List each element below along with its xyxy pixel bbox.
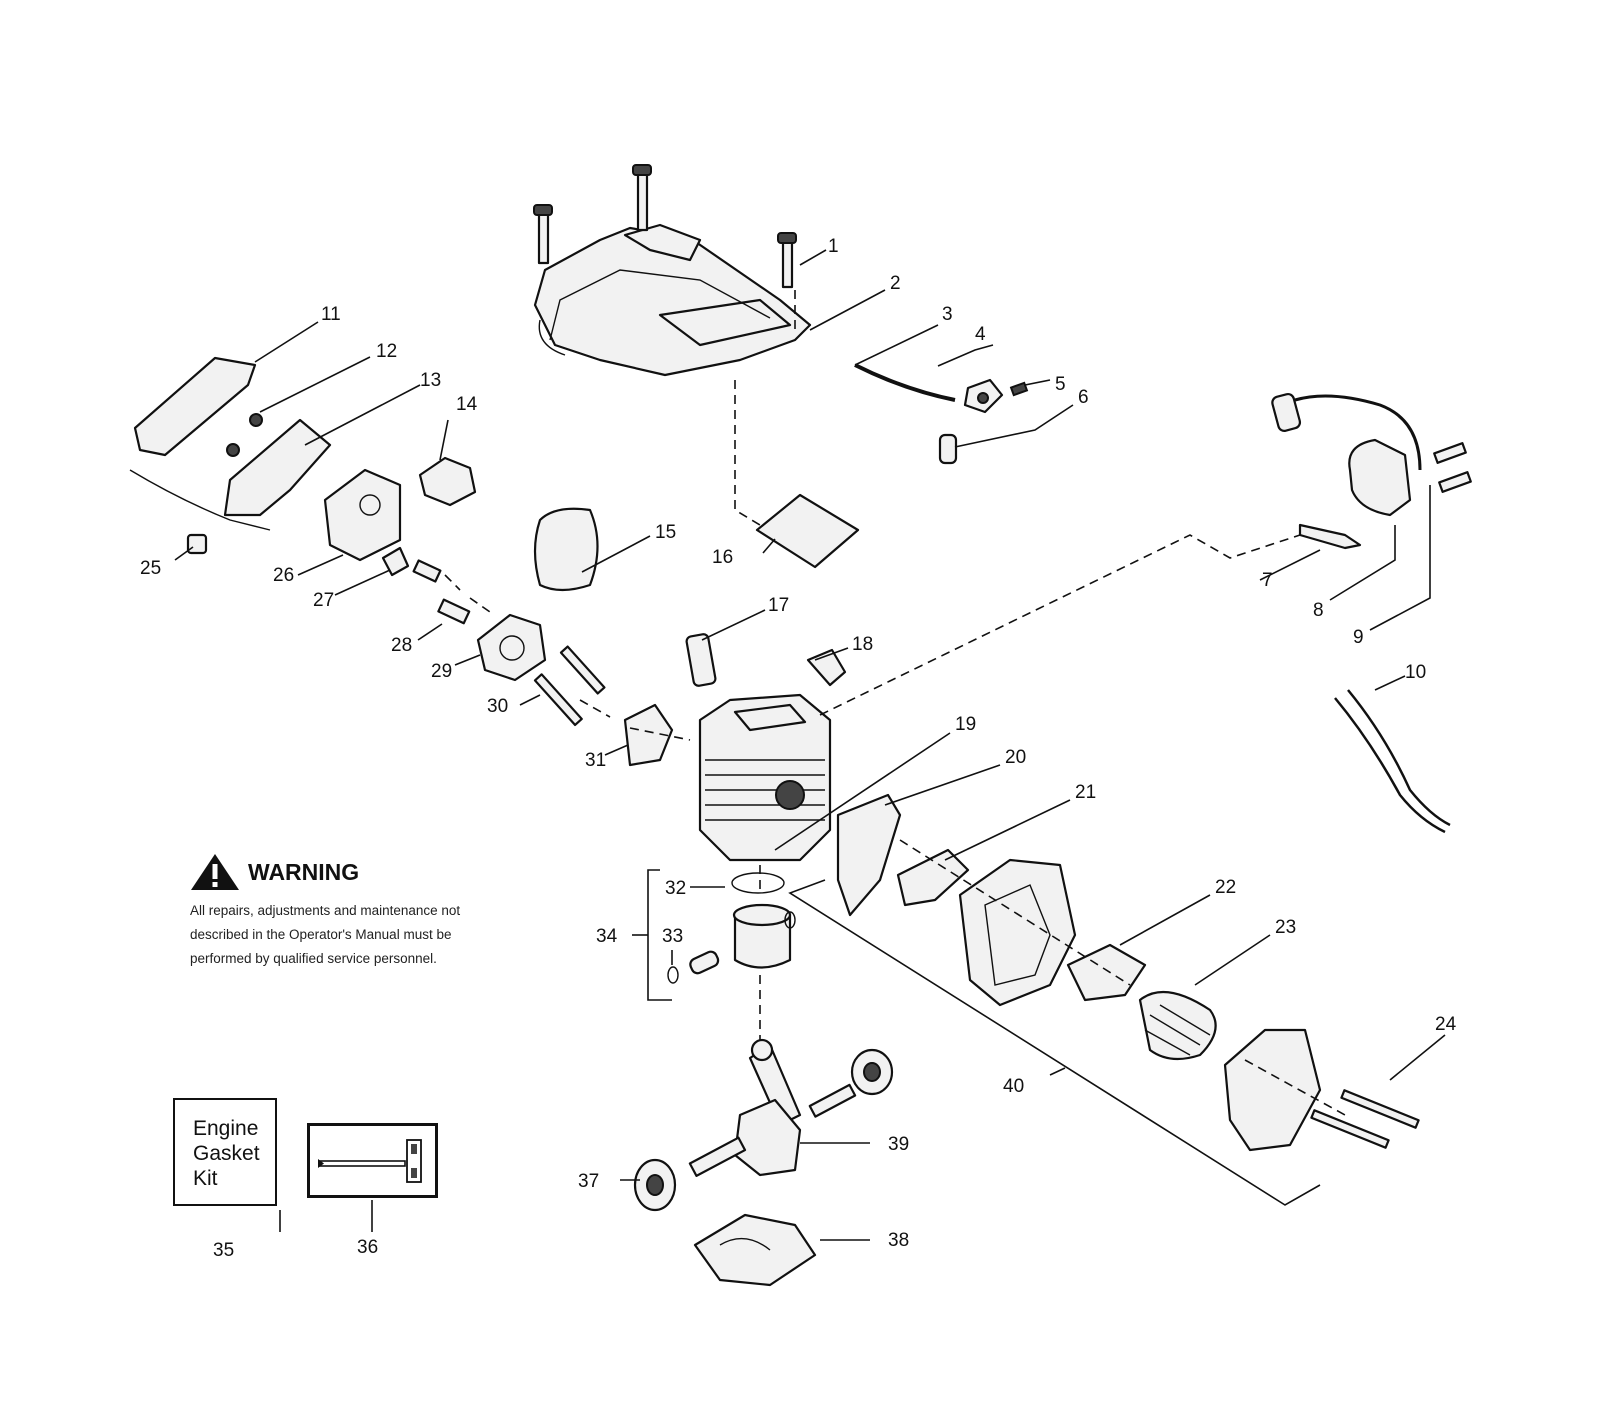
callout-1: 1 bbox=[828, 236, 839, 257]
callout-18: 18 bbox=[852, 634, 873, 655]
bolt-24b bbox=[1310, 1109, 1390, 1149]
kit-line: Kit bbox=[193, 1167, 218, 1190]
cover-screws bbox=[533, 164, 797, 289]
callout-17: 17 bbox=[768, 595, 789, 616]
bolt-24a bbox=[1340, 1089, 1420, 1129]
callout-25: 25 bbox=[140, 558, 161, 579]
callout-10: 10 bbox=[1405, 662, 1426, 683]
callout-7: 7 bbox=[1262, 570, 1273, 591]
muffler-body bbox=[958, 858, 1077, 1007]
callout-32: 32 bbox=[665, 878, 686, 899]
callout-12: 12 bbox=[376, 341, 397, 362]
callout-35: 35 bbox=[213, 1240, 234, 1261]
warning-line: All repairs, adjustments and maintenance… bbox=[190, 903, 461, 918]
callout-22: 22 bbox=[1215, 877, 1236, 898]
piston-ring bbox=[731, 872, 785, 894]
leader-lines bbox=[174, 249, 1446, 1241]
callout-36: 36 bbox=[357, 1237, 378, 1258]
circlip-b bbox=[784, 911, 796, 929]
circlip bbox=[667, 966, 679, 984]
spark-plug bbox=[685, 633, 717, 687]
ignition-module bbox=[1271, 392, 1472, 550]
callout-3: 3 bbox=[942, 304, 953, 325]
bolt-30b bbox=[559, 645, 606, 695]
handle-pad bbox=[133, 356, 257, 457]
tool-box bbox=[307, 1123, 438, 1198]
warning-text: All repairs, adjustments and maintenance… bbox=[190, 899, 530, 971]
callout-20: 20 bbox=[1005, 747, 1026, 768]
warning-title: WARNING bbox=[248, 858, 360, 885]
callout-37: 37 bbox=[578, 1171, 599, 1192]
callout-40: 40 bbox=[1003, 1076, 1024, 1097]
bolt-28 bbox=[437, 598, 471, 625]
callout-28: 28 bbox=[391, 635, 412, 656]
alignment-lines bbox=[444, 290, 1346, 1116]
insulator bbox=[623, 703, 674, 767]
muffler-cover bbox=[1223, 1028, 1322, 1152]
top-cover bbox=[533, 223, 812, 377]
callout-16: 16 bbox=[712, 547, 733, 568]
seal-ring bbox=[533, 507, 599, 592]
crankcase-half bbox=[693, 1213, 817, 1287]
scrench-tool-icon bbox=[318, 1139, 422, 1183]
warning-line: performed by qualified service personnel… bbox=[190, 951, 437, 966]
callout-14: 14 bbox=[456, 394, 478, 415]
callout-13: 13 bbox=[420, 370, 441, 391]
heat-shield bbox=[836, 793, 902, 917]
callout-15: 15 bbox=[655, 522, 676, 543]
callout-4: 4 bbox=[975, 324, 986, 345]
callout-30: 30 bbox=[487, 696, 508, 717]
bearing-left bbox=[633, 1158, 677, 1212]
engine-gasket-kit-box: Engine Gasket Kit bbox=[173, 1098, 277, 1206]
bolt-30 bbox=[533, 673, 583, 727]
callout-labels: 1 2 3 4 5 6 7 8 9 10 11 12 13 14 15 16 1… bbox=[140, 236, 1457, 1261]
warning-notice: WARNING All repairs, adjustments and mai… bbox=[190, 853, 530, 971]
callout-21: 21 bbox=[1075, 782, 1096, 803]
intake-boot bbox=[418, 456, 477, 507]
kit-line: Engine bbox=[193, 1117, 259, 1140]
fuel-line bbox=[854, 363, 956, 402]
throttle-linkage bbox=[129, 413, 332, 531]
callout-9: 9 bbox=[1353, 627, 1364, 648]
muffler-gasket bbox=[896, 848, 970, 907]
callout-11: 11 bbox=[321, 304, 341, 325]
callout-24: 24 bbox=[1435, 1014, 1457, 1035]
crankshaft bbox=[688, 1038, 857, 1177]
piston bbox=[732, 903, 792, 969]
callout-31: 31 bbox=[585, 750, 606, 771]
fuel-filter bbox=[938, 433, 958, 465]
callout-6: 6 bbox=[1078, 387, 1089, 408]
bolt-stud bbox=[412, 559, 442, 583]
warning-heading: WARNING bbox=[190, 853, 530, 891]
callout-2: 2 bbox=[890, 273, 901, 294]
callout-19: 19 bbox=[955, 714, 976, 735]
callout-27: 27 bbox=[313, 590, 334, 611]
deflector bbox=[1066, 943, 1147, 1002]
spark-screen bbox=[1138, 990, 1217, 1061]
callout-39: 39 bbox=[888, 1134, 909, 1155]
callout-34: 34 bbox=[596, 926, 618, 947]
warning-line: described in the Operator's Manual must … bbox=[190, 927, 452, 942]
callout-8: 8 bbox=[1313, 600, 1324, 621]
clip bbox=[186, 533, 208, 555]
intake-adaptor bbox=[476, 613, 547, 682]
callout-33: 33 bbox=[662, 926, 683, 947]
callout-38: 38 bbox=[888, 1230, 909, 1251]
callout-23: 23 bbox=[1275, 917, 1296, 938]
callout-5: 5 bbox=[1055, 374, 1066, 395]
warning-triangle-icon bbox=[191, 854, 239, 890]
wire-harness bbox=[1334, 689, 1451, 834]
callout-29: 29 bbox=[431, 661, 452, 682]
callout-26: 26 bbox=[273, 565, 294, 586]
kit-line: Gasket bbox=[193, 1142, 260, 1165]
cylinder bbox=[698, 693, 832, 862]
bearing-right bbox=[850, 1048, 894, 1096]
tank-vent bbox=[963, 378, 1029, 414]
carburetor bbox=[323, 468, 410, 577]
decal bbox=[755, 493, 860, 569]
piston-pin bbox=[689, 950, 720, 975]
